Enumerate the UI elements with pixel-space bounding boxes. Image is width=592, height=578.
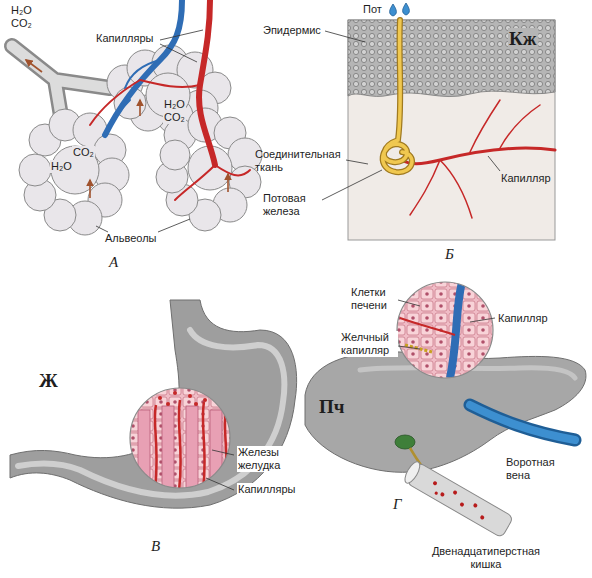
stomach	[10, 300, 297, 508]
gas-formula: CO₂	[163, 111, 186, 124]
alveoli	[19, 45, 262, 235]
organ-label: Кж	[508, 28, 538, 49]
leader-lines	[398, 300, 495, 349]
panel-letter: В	[150, 538, 161, 555]
part-label: Клетки печени	[350, 286, 398, 312]
skin-capillary	[402, 100, 555, 218]
leader-lines	[96, 30, 203, 232]
gas-formula: H₂O	[163, 98, 186, 111]
liver-magnified	[397, 282, 493, 378]
part-label: Двенадцатиперстная кишка	[420, 545, 552, 571]
sweat-gland	[383, 20, 412, 172]
part-label: Капилляры	[237, 483, 296, 496]
leader-lines	[322, 31, 500, 200]
leader-lines	[206, 450, 234, 490]
gas-formula: H₂O	[50, 160, 73, 173]
part-label: Эпидермис	[262, 24, 322, 37]
part-label: Потовая железа	[262, 192, 324, 218]
gas-arrows	[26, 60, 228, 198]
part-label: Капилляры	[95, 32, 154, 45]
panel-letter: Г	[392, 496, 403, 513]
part-label: Желчный капилляр	[340, 331, 398, 357]
organ-label: Ж	[38, 370, 59, 391]
part-label: Капилляр	[500, 172, 552, 185]
part-label: Железы желудка	[237, 446, 301, 472]
gas-formula: CO₂	[10, 17, 33, 30]
sweat-drops	[390, 3, 410, 16]
part-label: Альвеолы	[104, 232, 158, 245]
stomach-magnified	[130, 388, 230, 490]
panel-letter: Б	[444, 246, 455, 263]
duodenum	[402, 460, 514, 538]
blood-vessels	[90, 0, 250, 200]
part-label: Воротная вена	[505, 456, 577, 482]
gas-formula: H₂O	[10, 4, 33, 17]
part-label: Соединительная ткань	[254, 148, 346, 174]
skin-section	[348, 20, 555, 240]
panel-letter: А	[108, 254, 119, 271]
part-label: Капилляр	[497, 312, 549, 325]
part-label: Пот	[362, 3, 383, 16]
gas-formula: CO₂	[72, 146, 95, 159]
organ-label: Пч	[318, 396, 346, 417]
